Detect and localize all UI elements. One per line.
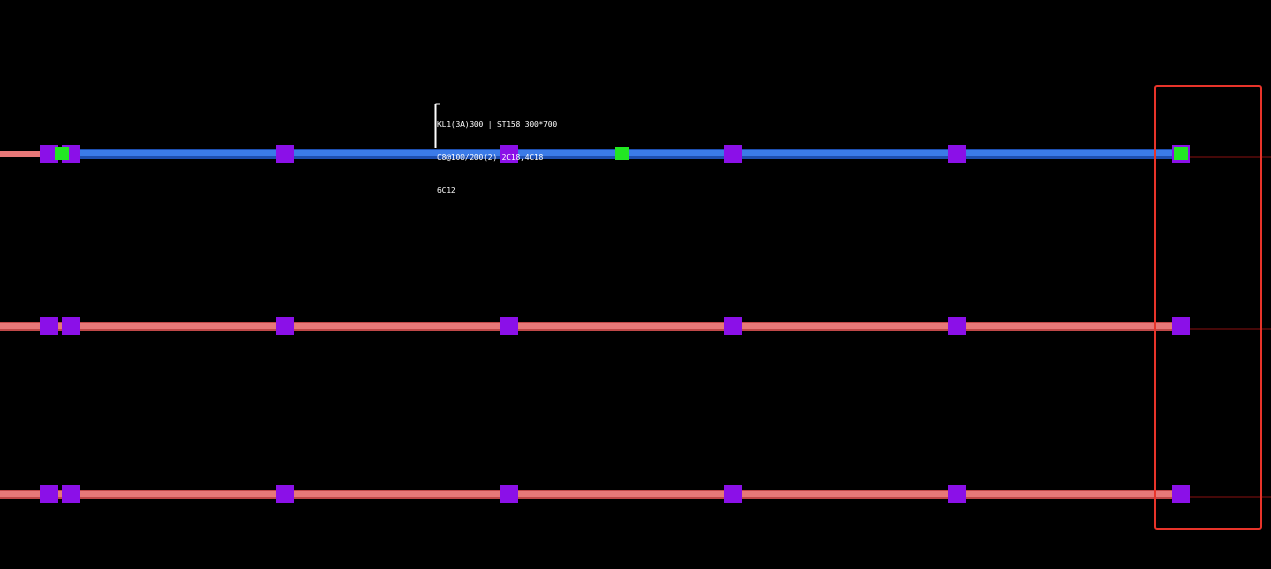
support-marker-icon[interactable] <box>948 485 966 503</box>
selection-highlight-box <box>1154 85 1262 530</box>
support-marker-icon[interactable] <box>62 317 80 335</box>
support-marker-icon[interactable] <box>1172 485 1190 503</box>
support-marker-icon[interactable] <box>1172 317 1190 335</box>
support-marker-icon[interactable] <box>724 485 742 503</box>
grip-point-icon[interactable] <box>55 147 69 160</box>
support-marker-icon[interactable] <box>276 317 294 335</box>
support-marker-icon[interactable] <box>276 145 294 163</box>
grip-point-icon[interactable] <box>1174 147 1188 160</box>
support-marker-icon[interactable] <box>276 485 294 503</box>
support-marker-icon[interactable] <box>500 145 518 163</box>
beam-annotation-label[interactable]: KL1(3A)300 | ST158 300*700 C8@100/200(2)… <box>437 97 557 207</box>
beam-annotation-line-3: 6C12 <box>437 186 456 195</box>
support-marker-icon[interactable] <box>40 317 58 335</box>
support-marker-icon[interactable] <box>500 485 518 503</box>
beam-row-3[interactable] <box>0 491 1188 497</box>
support-marker-icon[interactable] <box>948 317 966 335</box>
beam-row-1[interactable] <box>44 150 1184 156</box>
support-marker-icon[interactable] <box>724 145 742 163</box>
support-marker-icon[interactable] <box>500 317 518 335</box>
grip-point-icon[interactable] <box>615 147 629 160</box>
beam-annotation-line-1: KL1(3A)300 | ST158 300*700 <box>437 120 558 129</box>
support-marker-icon[interactable] <box>40 485 58 503</box>
beam-row-2[interactable] <box>0 323 1188 329</box>
support-marker-icon[interactable] <box>40 145 58 163</box>
support-marker-icon[interactable] <box>948 145 966 163</box>
support-marker-icon[interactable] <box>62 485 80 503</box>
support-marker-icon[interactable] <box>724 317 742 335</box>
beam-annotation-line-2: C8@100/200(2) 2C18,4C18 <box>437 153 544 162</box>
beam-row-1-left-stub <box>0 151 44 157</box>
